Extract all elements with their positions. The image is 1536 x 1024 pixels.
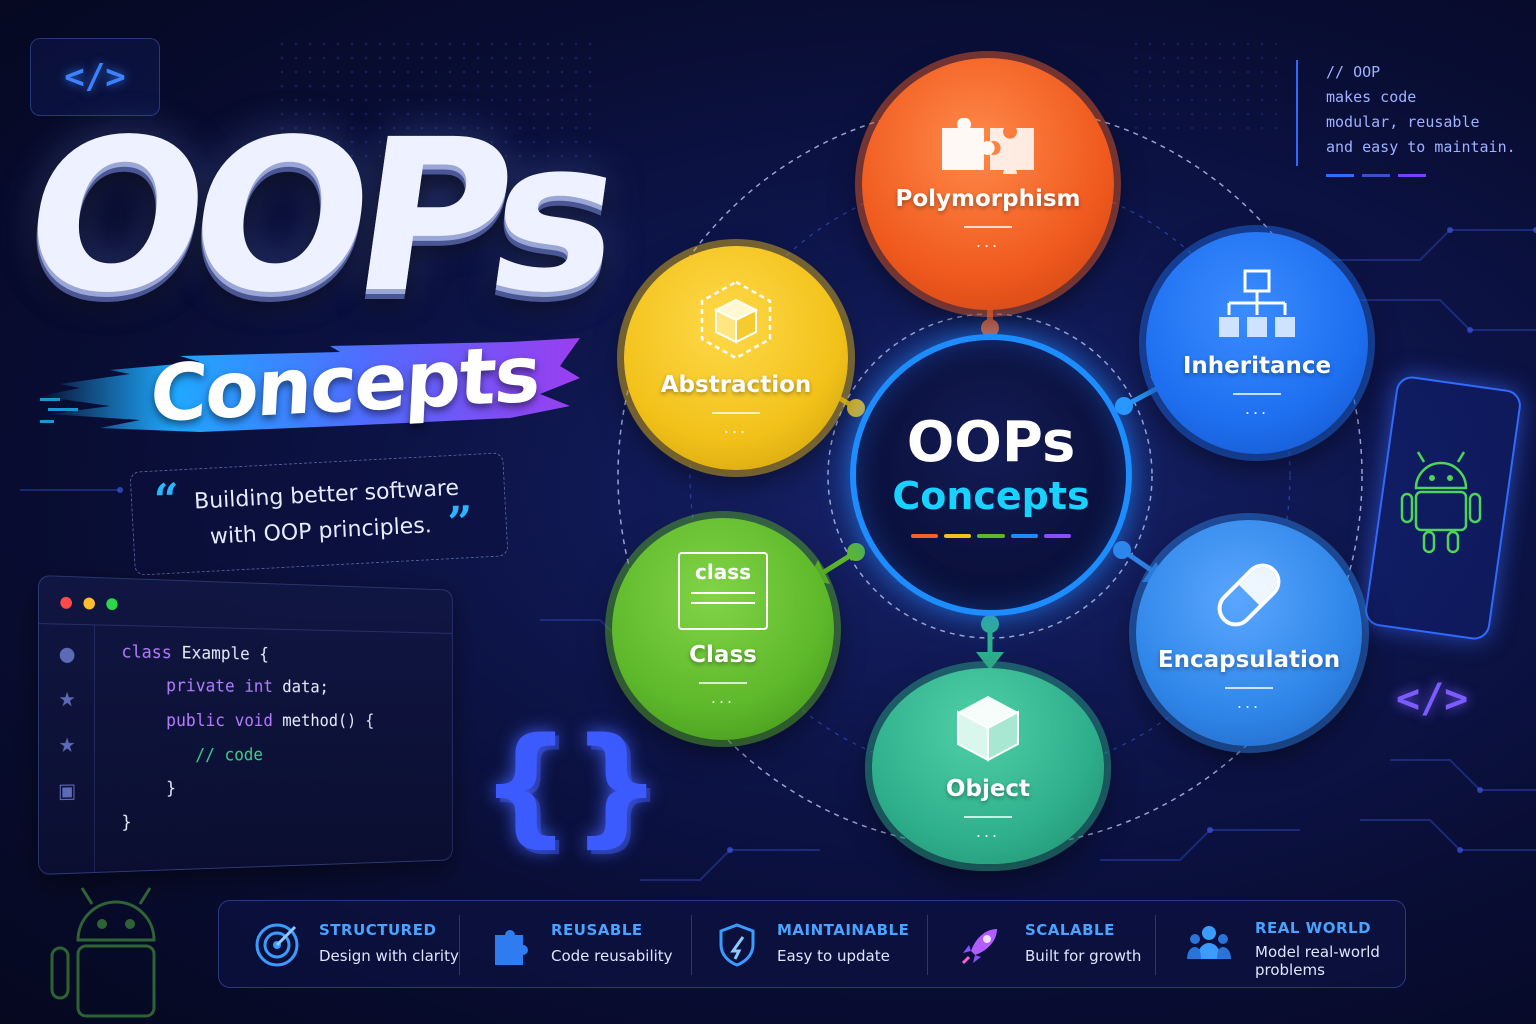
target-icon (255, 923, 299, 967)
code-tag-icon: </> (30, 38, 160, 116)
center-title: OOPs (906, 410, 1076, 476)
divider (712, 411, 760, 414)
divider (1225, 686, 1273, 689)
feature-scalable: SCALABLE Built for growth (957, 901, 1157, 989)
code-tag-icon: </> (1396, 676, 1469, 722)
divider (964, 225, 1012, 228)
node-label: Encapsulation (1157, 646, 1341, 673)
divider (927, 915, 928, 975)
feature-title: REUSABLE (551, 921, 643, 939)
divider (1233, 392, 1281, 395)
more-dots: ... (723, 417, 749, 437)
android-icon (1400, 451, 1482, 554)
shield-icon (719, 923, 755, 967)
divider (459, 915, 460, 975)
node-label: Polymorphism (895, 185, 1081, 212)
more-dots: ... (710, 687, 736, 707)
feature-reusable: REUSABLE Code reusability (489, 901, 689, 989)
feature-real-world: REAL WORLD Model real-world problems (1185, 901, 1385, 989)
center-subtitle: Concepts (892, 474, 1090, 518)
node-label: Class (689, 641, 757, 668)
comment-line-2: makes code (1326, 88, 1417, 106)
puzzle-icon (495, 930, 528, 965)
divider (699, 681, 747, 684)
more-dots: ... (975, 821, 1001, 841)
comment-line-4: and easy to maintain. (1326, 138, 1516, 156)
feature-title: REAL WORLD (1255, 919, 1372, 937)
puzzle-icon (942, 117, 1034, 174)
feature-title: STRUCTURED (319, 921, 437, 939)
more-dots: ... (1244, 398, 1270, 418)
comment-line-3: modular, reusable (1326, 113, 1480, 131)
center-node[interactable]: OOPs Concepts (850, 334, 1132, 616)
feature-subtitle: Model real-world problems (1255, 943, 1380, 979)
feature-maintainable: MAINTAINABLE Easy to update (713, 901, 923, 989)
comment-line-1: // OOP (1326, 63, 1381, 81)
node-polymorphism[interactable]: Polymorphism ... (862, 58, 1114, 310)
node-object[interactable]: Object ... (872, 668, 1104, 864)
node-inheritance[interactable]: Inheritance ... (1146, 232, 1368, 454)
feature-structured: STRUCTURED Design with clarity (253, 901, 459, 989)
divider (1155, 915, 1156, 975)
comment-underline (1326, 174, 1426, 177)
curly-braces-icon: {} (480, 711, 663, 860)
feature-title: SCALABLE (1025, 921, 1115, 939)
feature-subtitle: Design with clarity (319, 947, 459, 965)
feature-subtitle: Built for growth (1025, 947, 1142, 965)
node-label: Object (945, 775, 1031, 802)
android-icon (50, 887, 156, 1018)
divider (964, 815, 1012, 818)
node-label: Abstraction (660, 371, 812, 398)
feature-subtitle: Code reusability (551, 947, 673, 965)
users-icon (1187, 926, 1231, 959)
node-label: Inheritance (1182, 352, 1332, 379)
rainbow-divider (911, 533, 1072, 538)
node-abstraction[interactable]: Abstraction ... (624, 246, 848, 470)
code-comment: // OOP makes code modular, reusable and … (1296, 60, 1532, 166)
more-dots: ... (1236, 692, 1262, 712)
more-dots: ... (975, 231, 1001, 251)
class-card-icon: class (678, 551, 768, 630)
feature-subtitle: Easy to update (777, 947, 890, 965)
brush-stroke (40, 338, 580, 432)
hierarchy-icon (1219, 269, 1295, 337)
capsule-icon (1217, 563, 1281, 626)
cube-icon (957, 695, 1019, 762)
node-encapsulation[interactable]: Encapsulation ... (1136, 520, 1362, 746)
feature-bar: STRUCTURED Design with clarity REUSABLE … (218, 900, 1406, 988)
divider (691, 915, 692, 975)
hex-cube-icon (700, 280, 772, 359)
rocket-icon (961, 929, 997, 965)
feature-title: MAINTAINABLE (777, 921, 910, 939)
node-class[interactable]: class Class ... (612, 518, 834, 740)
